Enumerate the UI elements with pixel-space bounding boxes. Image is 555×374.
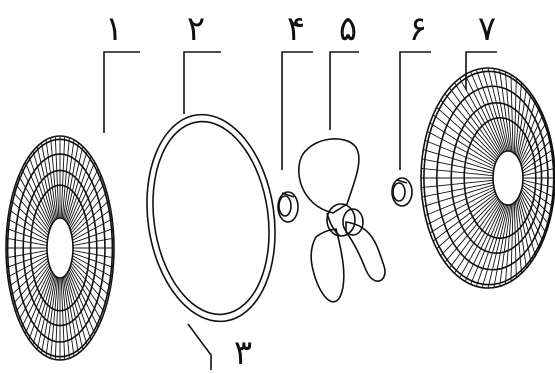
- leader-clamp: [188, 324, 211, 370]
- leader-ring: [184, 52, 221, 114]
- cap-illustration: [392, 178, 412, 206]
- label-grill-back: ۷: [478, 9, 496, 49]
- label-grill-front: ۱: [105, 9, 123, 49]
- leader-spinner: [282, 52, 313, 170]
- leader-grill-front: [104, 52, 140, 133]
- front-grill-illustration: [6, 136, 114, 360]
- ring-illustration: [134, 106, 288, 330]
- label-cap: ۶: [409, 9, 427, 49]
- spinner-illustration: [278, 192, 298, 222]
- label-clamp: ۳: [234, 333, 252, 373]
- leader-lines: [104, 52, 497, 370]
- label-spinner: ۴: [287, 9, 305, 49]
- leader-blade: [330, 52, 359, 130]
- blade-illustration: [299, 139, 385, 302]
- back-grill-illustration: [421, 68, 555, 288]
- label-blade: ۵: [339, 9, 357, 49]
- label-ring: ۲: [187, 9, 205, 49]
